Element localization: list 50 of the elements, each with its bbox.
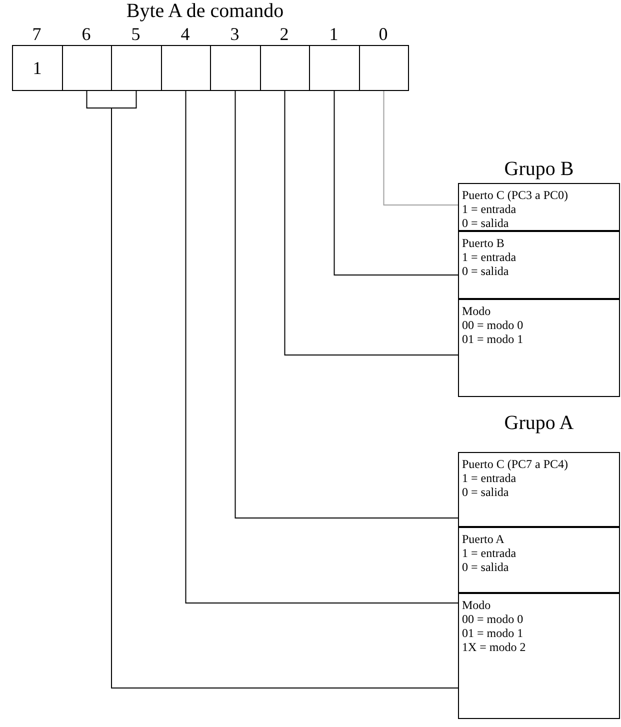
field-option: 1 = entrada [462,202,616,216]
field-heading: Modo [462,304,492,318]
bit-cell [160,45,211,91]
field-option: 00 = modo 0 [462,318,616,332]
field-box [458,183,620,231]
bit-cell [62,45,112,91]
field-box [458,452,620,527]
group-heading: Grupo B [504,158,574,180]
field-box [458,231,620,299]
bit-number: 3 [230,24,240,44]
connector-line [383,90,458,206]
connector-line [185,90,458,604]
field-heading: Puerto C (PC3 a PC0) [462,188,570,202]
bit-number: 0 [378,24,388,44]
field-option: 01 = modo 1 [462,626,616,640]
field-option: 0 = salida [462,264,616,278]
field-option: 1 = entrada [462,250,616,264]
connector-line [284,90,458,356]
field-option: 1 = entrada [462,546,616,560]
bit-number: 4 [180,24,190,44]
bit-number: 7 [32,24,42,44]
bit-value: 1 [32,58,42,78]
bit-number: 5 [131,24,140,44]
bit-cell [210,45,260,91]
field-option: 1X = modo 2 [462,640,616,654]
connector-line [234,90,458,518]
connector-line [334,90,458,276]
field-heading: Puerto B [462,236,506,250]
field-box [458,299,620,397]
field-box [458,527,620,593]
bit-cell [12,45,62,91]
bit-number: 1 [329,24,338,44]
bit-cell [309,45,360,91]
bit-cell [260,45,310,91]
field-option: 0 = salida [462,485,616,499]
field-option: 1 = entrada [462,471,616,485]
field-option: 0 = salida [462,560,616,574]
field-box [458,593,620,719]
bit-cell [111,45,162,91]
field-option: 01 = modo 1 [462,332,616,346]
diagram-title: Byte A de comando [125,0,285,23]
field-option: 0 = salida [462,216,616,230]
field-heading: Puerto C (PC7 a PC4) [462,457,570,471]
group-heading: Grupo A [504,412,574,434]
bit-cell [358,45,409,91]
field-heading: Modo [462,598,492,612]
bit-number: 2 [280,24,289,44]
field-heading: Puerto A [462,532,506,546]
field-option: 00 = modo 0 [462,612,616,626]
bit-number: 6 [82,24,91,44]
